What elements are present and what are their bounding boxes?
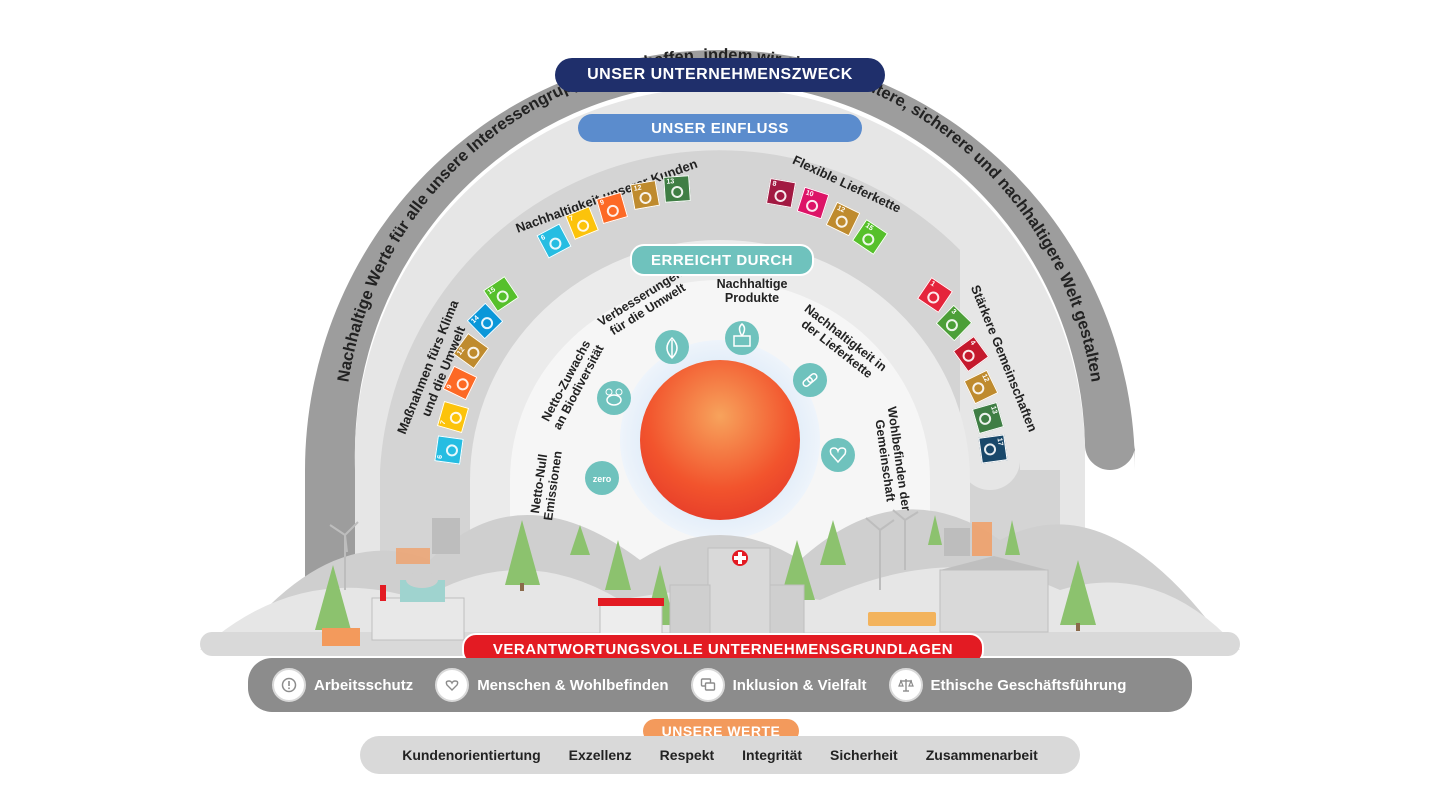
sun [640,360,800,520]
chain-icon [793,363,827,397]
value-item: Exzellenz [568,747,632,763]
silo-building [939,522,1049,633]
bee-icon [597,381,631,415]
principle-occupational-safety: Arbeitsschutz [272,668,413,702]
wind-turbines [329,509,919,590]
value-item: Kundenorientiertung [402,747,541,763]
heart-hand-icon [821,438,855,472]
impact-title-pill: UNSER EINFLUSS [578,114,862,142]
svg-text:zero: zero [593,474,612,484]
principle-label: Menschen & Wohlbefinden [477,676,669,694]
heart-people-icon [435,668,470,702]
principles-bar: Arbeitsschutz Menschen & Wohlbefinden In… [248,658,1192,712]
sdg-goal-17-icon: 17 [978,434,1008,464]
purpose-title-pill: UNSER UNTERNEHMENSZWECK [555,58,885,92]
value-item: Respekt [659,747,715,763]
crop-field [868,612,936,626]
hospital-building [669,547,805,637]
box-leaf-icon [725,321,759,355]
leaf-icon [655,330,689,364]
scales-icon [888,668,923,702]
safety-alert-icon [272,668,306,702]
principle-inclusion-diversity: Inklusion & Vielfalt [690,668,867,702]
sdg-goal-6-icon: 6 [434,435,464,465]
values-bar: Kundenorientiertung Exzellenz Respekt In… [360,736,1080,774]
sdg-goal-13-icon: 13 [663,175,691,203]
purpose-title: UNSER UNTERNEHMENSZWECK [587,66,853,83]
principle-ethical-governance: Ethische Geschäftsführung [888,668,1127,702]
achieved-icons: zero [585,321,855,495]
trees [315,515,1096,630]
values-title: UNSERE WERTE [661,723,781,739]
principles-title: VERANTWORTUNGSVOLLE UNTERNEHMENSGRUNDLAG… [492,640,954,658]
principle-label: Ethische Geschäftsführung [930,676,1127,694]
value-item: Integrität [742,747,803,763]
principle-people-wellbeing: Menschen & Wohlbefinden [435,668,669,702]
achieved-title: ERREICHT DURCH [651,251,793,269]
principle-label: Arbeitsschutz [314,676,414,694]
value-item: Sicherheit [830,747,898,763]
value-item: Zusammenarbeit [925,747,1038,763]
warehouse-building [598,598,664,635]
speech-bubbles-icon [690,668,725,702]
factory-left [322,518,465,646]
sdg-goal-12-icon: 12 [629,179,661,211]
zero-cloud-icon: zero [585,461,619,495]
sdg-goal-8-icon: 8 [765,177,797,209]
principle-label: Inklusion & Vielfalt [732,676,867,694]
achieved-title-pill: ERREICHT DURCH [630,244,814,276]
impact-title: UNSER EINFLUSS [651,119,789,137]
